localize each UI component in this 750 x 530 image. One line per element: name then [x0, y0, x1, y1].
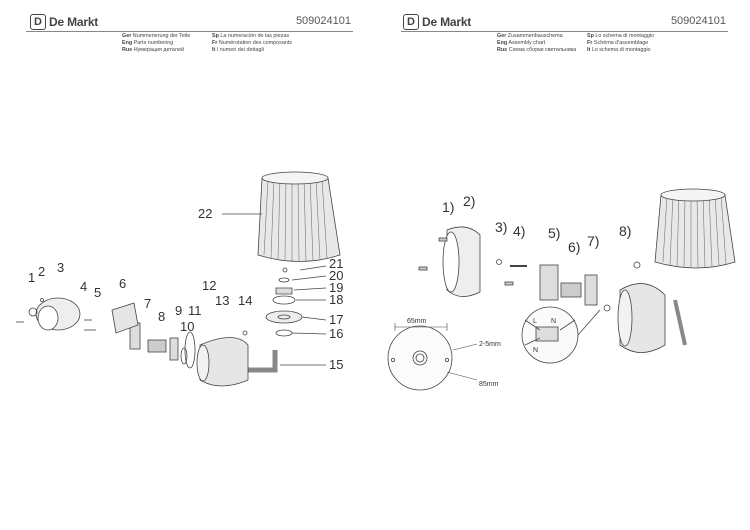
brand-name: De Markt — [49, 15, 99, 29]
part-label: 15 — [329, 357, 343, 372]
step-label: 8) — [619, 223, 631, 239]
header-label: It Lo schema di montaggio — [587, 47, 651, 53]
brand-logo: D De Markt — [403, 14, 471, 30]
part-label: 19 — [329, 280, 343, 295]
dimension-width: 65mm — [407, 318, 427, 325]
header-divider — [26, 31, 353, 32]
step-label: 6) — [568, 239, 580, 255]
part-label: 20 — [329, 268, 343, 283]
header-label: Eng Assembly chart — [497, 40, 546, 46]
header-label: Sp Lo schema di montaggio — [587, 33, 655, 39]
part-label: 2 — [38, 264, 45, 279]
header-labels: Ger Zusammenbauschema Sp Lo schema di mo… — [497, 33, 697, 54]
terminal-n: N — [551, 318, 556, 325]
dimension-diag: 85mm — [479, 381, 499, 388]
part-label: 21 — [329, 256, 343, 271]
header-divider — [401, 31, 728, 32]
part-label: 13 — [215, 293, 229, 308]
part-label: 8 — [158, 309, 165, 324]
part-label: 14 — [238, 293, 252, 308]
header-label: Fr Numérotation des composants — [212, 40, 293, 46]
header-label: Sp La numeración de las piezas — [212, 33, 290, 39]
header-label: Ger Zusammenbauschema — [497, 33, 563, 39]
part-label: 10 — [180, 319, 194, 334]
brand-name: De Markt — [422, 15, 472, 29]
part-label: 9 — [175, 303, 182, 318]
brand-logo-icon: D — [30, 14, 46, 30]
part-label: 12 — [202, 278, 216, 293]
part-label: 4 — [80, 279, 87, 294]
part-label: 18 — [329, 292, 343, 307]
header-label: It I numeri dei dettagli — [212, 47, 264, 53]
part-label: 1 — [28, 270, 35, 285]
product-code: 509024101 — [670, 15, 726, 27]
step-label: 2) — [463, 193, 475, 209]
header-label: Rus Нумерация деталей — [122, 47, 184, 53]
header-label: Eng Parts numbering — [122, 40, 174, 46]
part-label: 22 — [198, 206, 212, 221]
assembly-sheet: D De Markt 509024101 Ger Zusammenbausche… — [375, 0, 750, 530]
parts-sheet: D De Markt 509024101 Ger Nummerierung de… — [16, 14, 353, 387]
step-label: 3) — [495, 219, 507, 235]
step-label: 5) — [548, 225, 560, 241]
parts-diagram: 1 2 3 4 5 6 7 8 9 10 11 12 13 14 15 16 1… — [16, 171, 343, 387]
part-label: 6 — [119, 276, 126, 291]
part-label: 17 — [329, 312, 343, 327]
header-label: Rus Схема сборки светильника — [497, 47, 577, 53]
assembly-diagram: 1) 2) 3) 4) 5) 6) 7) 8) 65mm 2-5mm 85mm … — [387, 188, 736, 391]
step-label: 7) — [587, 233, 599, 249]
brand-logo-icon: D — [403, 14, 419, 30]
part-label: 7 — [144, 296, 151, 311]
terminal-l: L — [533, 318, 537, 325]
terminal-n2: N — [533, 347, 538, 354]
header-label: Fr Schéma d'assemblage — [587, 40, 649, 46]
step-label: 1) — [442, 199, 454, 215]
product-code: 509024101 — [295, 15, 351, 27]
header-labels: Ger Nummerierung der Teile Sp La numerac… — [122, 33, 322, 54]
dimension-gap: 2-5mm — [479, 341, 501, 348]
part-label: 16 — [329, 326, 343, 341]
part-label: 3 — [57, 260, 64, 275]
step-label: 4) — [513, 223, 525, 239]
part-label: 11 — [188, 303, 202, 318]
header-label: Ger Nummerierung der Teile — [122, 33, 191, 39]
part-label: 5 — [94, 285, 101, 300]
brand-logo: D De Markt — [30, 14, 98, 30]
